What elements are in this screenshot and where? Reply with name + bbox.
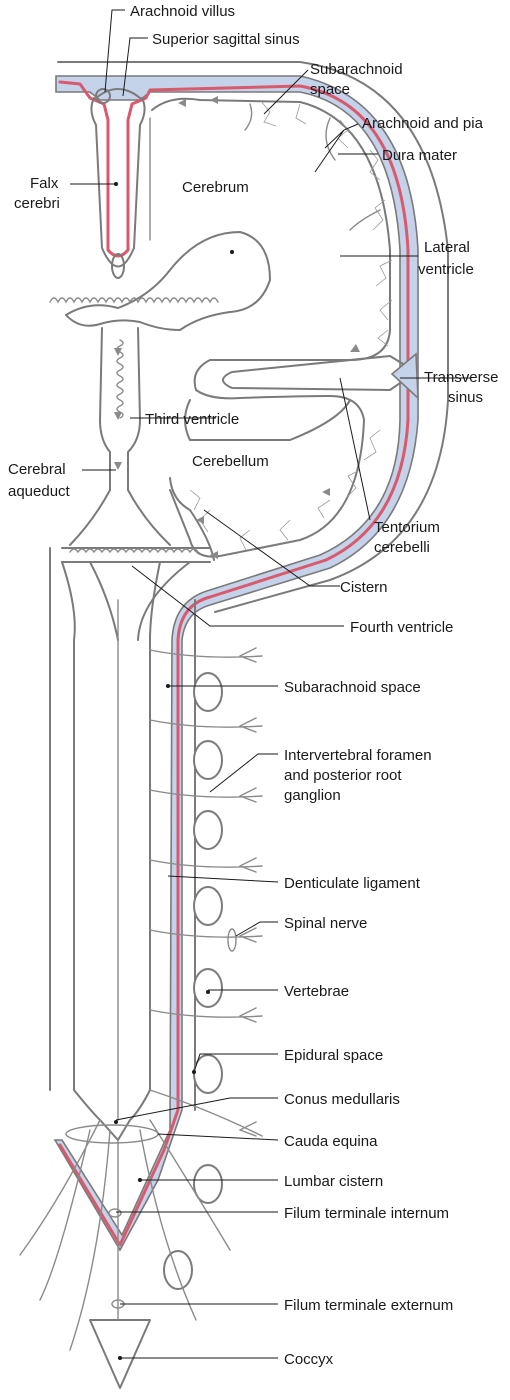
- cerebrum-outline: [151, 97, 391, 558]
- label-tentorium: Tentorium: [374, 519, 440, 536]
- leader-lines: [70, 9, 470, 1359]
- label-third-ventricle: Third ventricle: [145, 411, 239, 428]
- fourth-ventricle: [61, 547, 211, 641]
- label-subarachnoid-space-top-2: space: [310, 81, 350, 98]
- label-filum-internum: Filum terminale internum: [284, 1205, 449, 1222]
- label-spinal-nerve: Spinal nerve: [284, 915, 367, 932]
- transverse-sinus: [390, 352, 419, 400]
- label-epidural-space: Epidural space: [284, 1047, 383, 1064]
- label-filum-externum: Filum terminale externum: [284, 1297, 453, 1314]
- arachnoid-villus-knob: [95, 88, 111, 104]
- tentorium-cerebelli: [222, 355, 417, 391]
- cerebrum-sulcus: [325, 117, 336, 161]
- label-lumbar-cistern: Lumbar cistern: [284, 1173, 383, 1190]
- label-cerebral-aqueduct: Cerebral: [8, 461, 66, 478]
- label-falx-2: cerebri: [14, 195, 60, 212]
- choroid-plexus: [49, 297, 219, 304]
- label-conus-medullaris: Conus medullaris: [284, 1091, 400, 1108]
- label-dura-mater: Dura mater: [382, 147, 457, 164]
- label-arachnoid-villus: Arachnoid villus: [130, 3, 235, 20]
- label-denticulate-ligament: Denticulate ligament: [284, 875, 421, 892]
- superior-sagittal-sinus: [95, 88, 141, 99]
- falx-tip: [111, 253, 125, 279]
- label-vertebrae: Vertebrae: [284, 983, 349, 1000]
- falx-cerebri: [90, 97, 146, 268]
- label-falx: Falx: [30, 175, 59, 192]
- label-lateral-ventricle-2: ventricle: [418, 261, 474, 278]
- spinal-nerve-ring: [227, 928, 237, 952]
- label-intervertebral-3: ganglion: [284, 787, 341, 804]
- cerebrum-sulcus: [244, 103, 253, 131]
- label-arachnoid-and-pia: Arachnoid and pia: [362, 115, 484, 132]
- label-subarachnoid-space-top: Subarachnoid: [310, 61, 403, 78]
- coccyx-shape: [89, 1319, 151, 1389]
- third-ventricle-coil: [116, 339, 124, 419]
- csf-flow-arrows: [114, 96, 360, 559]
- label-subarachnoid-space: Subarachnoid space: [284, 679, 421, 696]
- label-tentorium-2: cerebelli: [374, 539, 430, 556]
- label-fourth-ventricle: Fourth ventricle: [350, 619, 453, 636]
- cerebellum-outline: [184, 399, 351, 441]
- filum-internum-ring: [108, 1208, 122, 1218]
- label-intervertebral-2: and posterior root: [284, 767, 402, 784]
- lateral-ventricle: [65, 231, 271, 331]
- label-transverse-sinus: Transverse: [424, 369, 498, 386]
- label-intervertebral: Intervertebral foramen: [284, 747, 432, 764]
- dura-mater-band: [53, 75, 419, 1252]
- label-cerebrum: Cerebrum: [182, 179, 249, 196]
- label-cauda-equina: Cauda equina: [284, 1133, 378, 1150]
- label-lateral-ventricle: Lateral: [424, 239, 470, 256]
- vertebrae-group: [163, 672, 223, 1290]
- fourth-ventricle-coil: [69, 548, 199, 554]
- skull-outline: [57, 61, 449, 613]
- spinal-nerves: [19, 647, 263, 1351]
- label-cerebral-aqueduct-2: aqueduct: [8, 483, 71, 500]
- third-ventricle: [69, 327, 171, 546]
- label-cerebellum: Cerebellum: [192, 453, 269, 470]
- pia-red-line: [58, 80, 410, 1247]
- label-superior-sagittal-sinus: Superior sagittal sinus: [152, 31, 300, 48]
- label-cistern: Cistern: [340, 579, 388, 596]
- leader-dots: [114, 182, 234, 1360]
- spinal-cord-outline: [61, 561, 161, 1141]
- label-transverse-sinus-2: sinus: [448, 389, 483, 406]
- cerebrum-sulcus: [349, 209, 381, 231]
- label-coccyx: Coccyx: [284, 1351, 334, 1368]
